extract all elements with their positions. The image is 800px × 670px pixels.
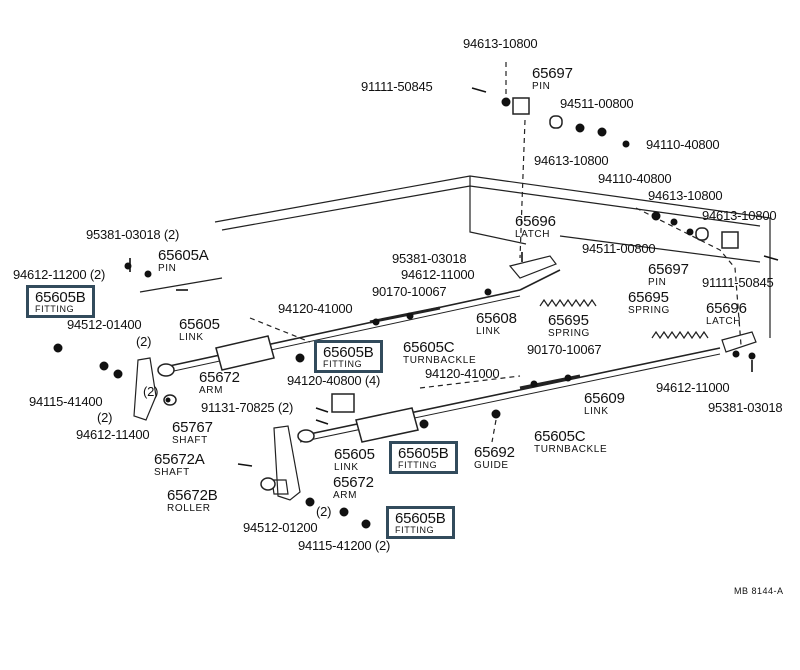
callout-l18: 91111-50845 bbox=[702, 275, 774, 290]
callout-l08: 94613-10800 bbox=[648, 188, 723, 203]
callout-l52: 94512-01200 bbox=[243, 520, 318, 535]
upper-link-cylinder bbox=[215, 335, 275, 371]
lower-link-cylinder bbox=[355, 407, 419, 443]
callout-l17: 94612-11000 bbox=[401, 267, 475, 282]
callout-l34: 94120-41000 bbox=[425, 366, 500, 381]
callout-l36: 94115-41400 bbox=[29, 394, 103, 409]
callout-l31: 90170-10067 bbox=[527, 342, 602, 357]
callout-l41: (2) bbox=[97, 410, 113, 425]
frame-lower bbox=[139, 235, 761, 293]
callout-l01: 94613-10800 bbox=[463, 36, 538, 51]
frame-outline bbox=[214, 175, 771, 338]
callout-l42: 94612-11400 bbox=[76, 427, 150, 442]
lower-latch bbox=[721, 331, 757, 353]
callout-l54: 94115-41200 (2) bbox=[298, 538, 391, 553]
upper-latch bbox=[508, 255, 557, 279]
lower-spring bbox=[651, 330, 709, 340]
callout-l33: 94120-40800 (4) bbox=[287, 373, 381, 388]
frame-side bbox=[469, 176, 527, 245]
callout-l16: 94612-11200 (2) bbox=[13, 267, 106, 282]
callout-l02: 91111-50845 bbox=[361, 79, 433, 94]
callout-l35: 94612-11000 bbox=[656, 380, 730, 395]
callout-l22: 94120-41000 bbox=[278, 301, 353, 316]
callout-l38: 91131-70825 (2) bbox=[201, 400, 294, 415]
callout-l28: (2) bbox=[136, 334, 152, 349]
upper-turnbuckle bbox=[369, 306, 441, 324]
upper-spring bbox=[539, 298, 597, 308]
drawing-code: MB 8144-A bbox=[734, 586, 784, 596]
callout-l04: 94511-00800 bbox=[560, 96, 634, 111]
callout-l05: 94613-10800 bbox=[534, 153, 609, 168]
upper-arm bbox=[133, 357, 157, 421]
callout-l14: 95381-03018 bbox=[392, 251, 467, 266]
upper-latch-rod bbox=[519, 269, 561, 291]
callout-l07: 94110-40800 bbox=[598, 171, 672, 186]
callout-l10: 95381-03018 (2) bbox=[86, 227, 180, 242]
lower-arm bbox=[273, 425, 301, 501]
callout-l06: 94110-40800 bbox=[646, 137, 720, 152]
callout-l12: 94511-00800 bbox=[582, 241, 656, 256]
callout-l37: (2) bbox=[143, 384, 159, 399]
callout-l51: (2) bbox=[316, 504, 332, 519]
callout-l40: 95381-03018 bbox=[708, 400, 783, 415]
callout-l09: 94613-10800 bbox=[702, 208, 777, 223]
callout-l19: 90170-10067 bbox=[372, 284, 447, 299]
callout-l26: 94512-01400 bbox=[67, 317, 142, 332]
